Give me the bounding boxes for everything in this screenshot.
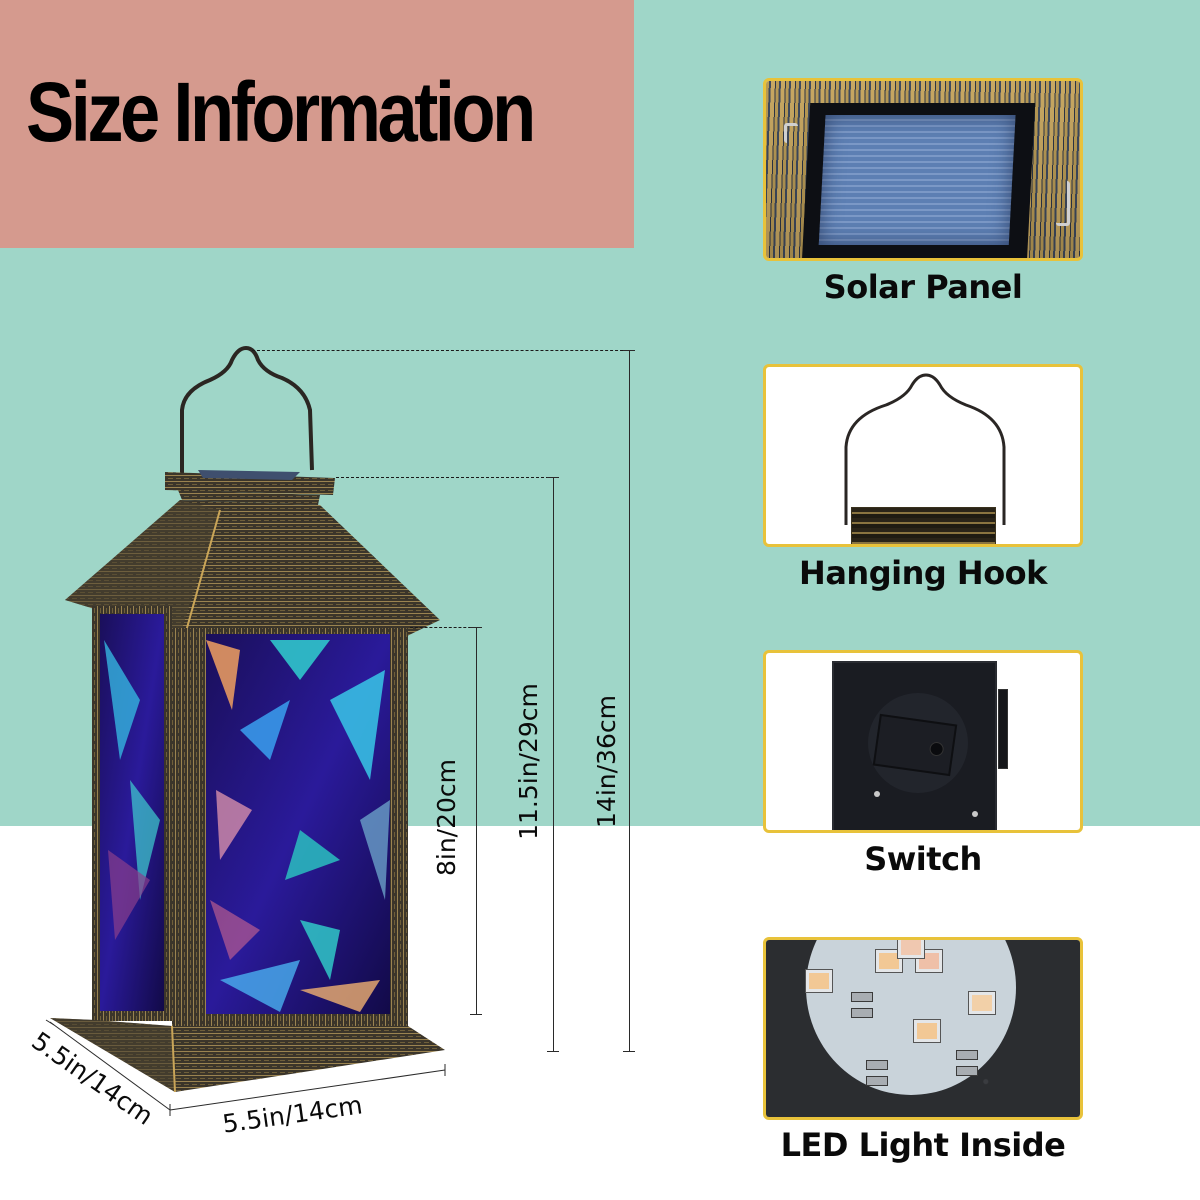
page-title: Size Information xyxy=(26,65,536,159)
power-switch-icon xyxy=(928,741,945,757)
feature-card-led-light xyxy=(763,937,1083,1120)
solar-glass xyxy=(818,115,1016,245)
handle-bracket-right xyxy=(1056,181,1070,226)
led-chip xyxy=(898,940,924,958)
solder-pad xyxy=(851,992,873,1002)
dim-line-overall xyxy=(629,350,630,1052)
dim-leader-glass xyxy=(410,627,476,628)
switch-housing xyxy=(832,661,997,830)
solder-pad xyxy=(956,1050,978,1060)
solder-pad xyxy=(851,1008,873,1018)
lantern-top-base xyxy=(851,507,996,544)
dim-leader-body xyxy=(336,477,554,478)
led-chip xyxy=(914,1020,940,1042)
feature-label-switch: Switch xyxy=(864,840,982,878)
feature-label-led-light: LED Light Inside xyxy=(780,1126,1066,1164)
switch-side-bracket xyxy=(998,689,1008,769)
handle-bracket-left xyxy=(784,123,798,143)
dim-cap xyxy=(623,1051,635,1052)
lantern-image xyxy=(50,345,445,1093)
led-chip xyxy=(806,970,832,992)
base-dimension-lines xyxy=(45,1019,446,1116)
dim-cap xyxy=(623,350,635,351)
dim-leader-overall xyxy=(252,350,628,351)
feature-label-hanging-hook: Hanging Hook xyxy=(799,554,1047,592)
solar-panel-icon xyxy=(801,103,1036,258)
solder-pad xyxy=(866,1060,888,1070)
dim-label-body-height: 11.5in/29cm xyxy=(513,683,543,840)
title-banner: Size Information xyxy=(0,0,634,248)
dim-cap xyxy=(470,1014,482,1015)
dim-cap xyxy=(470,627,482,628)
screw-dot xyxy=(972,811,978,817)
dim-line-body xyxy=(553,477,554,1052)
led-chip xyxy=(969,992,995,1014)
dim-label-overall-height: 14in/36cm xyxy=(591,695,621,828)
feature-label-solar-panel: Solar Panel xyxy=(823,268,1023,306)
hook-icon xyxy=(844,373,1006,525)
led-chip xyxy=(876,950,902,972)
dim-label-glass-height: 8in/20cm xyxy=(432,758,462,877)
screw-dot xyxy=(874,791,880,797)
dim-cap xyxy=(547,477,559,478)
feature-card-solar-panel xyxy=(763,78,1083,261)
switch-compartment xyxy=(872,713,958,777)
dim-cap xyxy=(547,1051,559,1052)
dim-line-glass xyxy=(476,627,477,1015)
solder-pad xyxy=(956,1066,978,1076)
solder-pad xyxy=(866,1076,888,1086)
feature-card-hanging-hook xyxy=(763,364,1083,547)
feature-card-switch xyxy=(763,650,1083,833)
